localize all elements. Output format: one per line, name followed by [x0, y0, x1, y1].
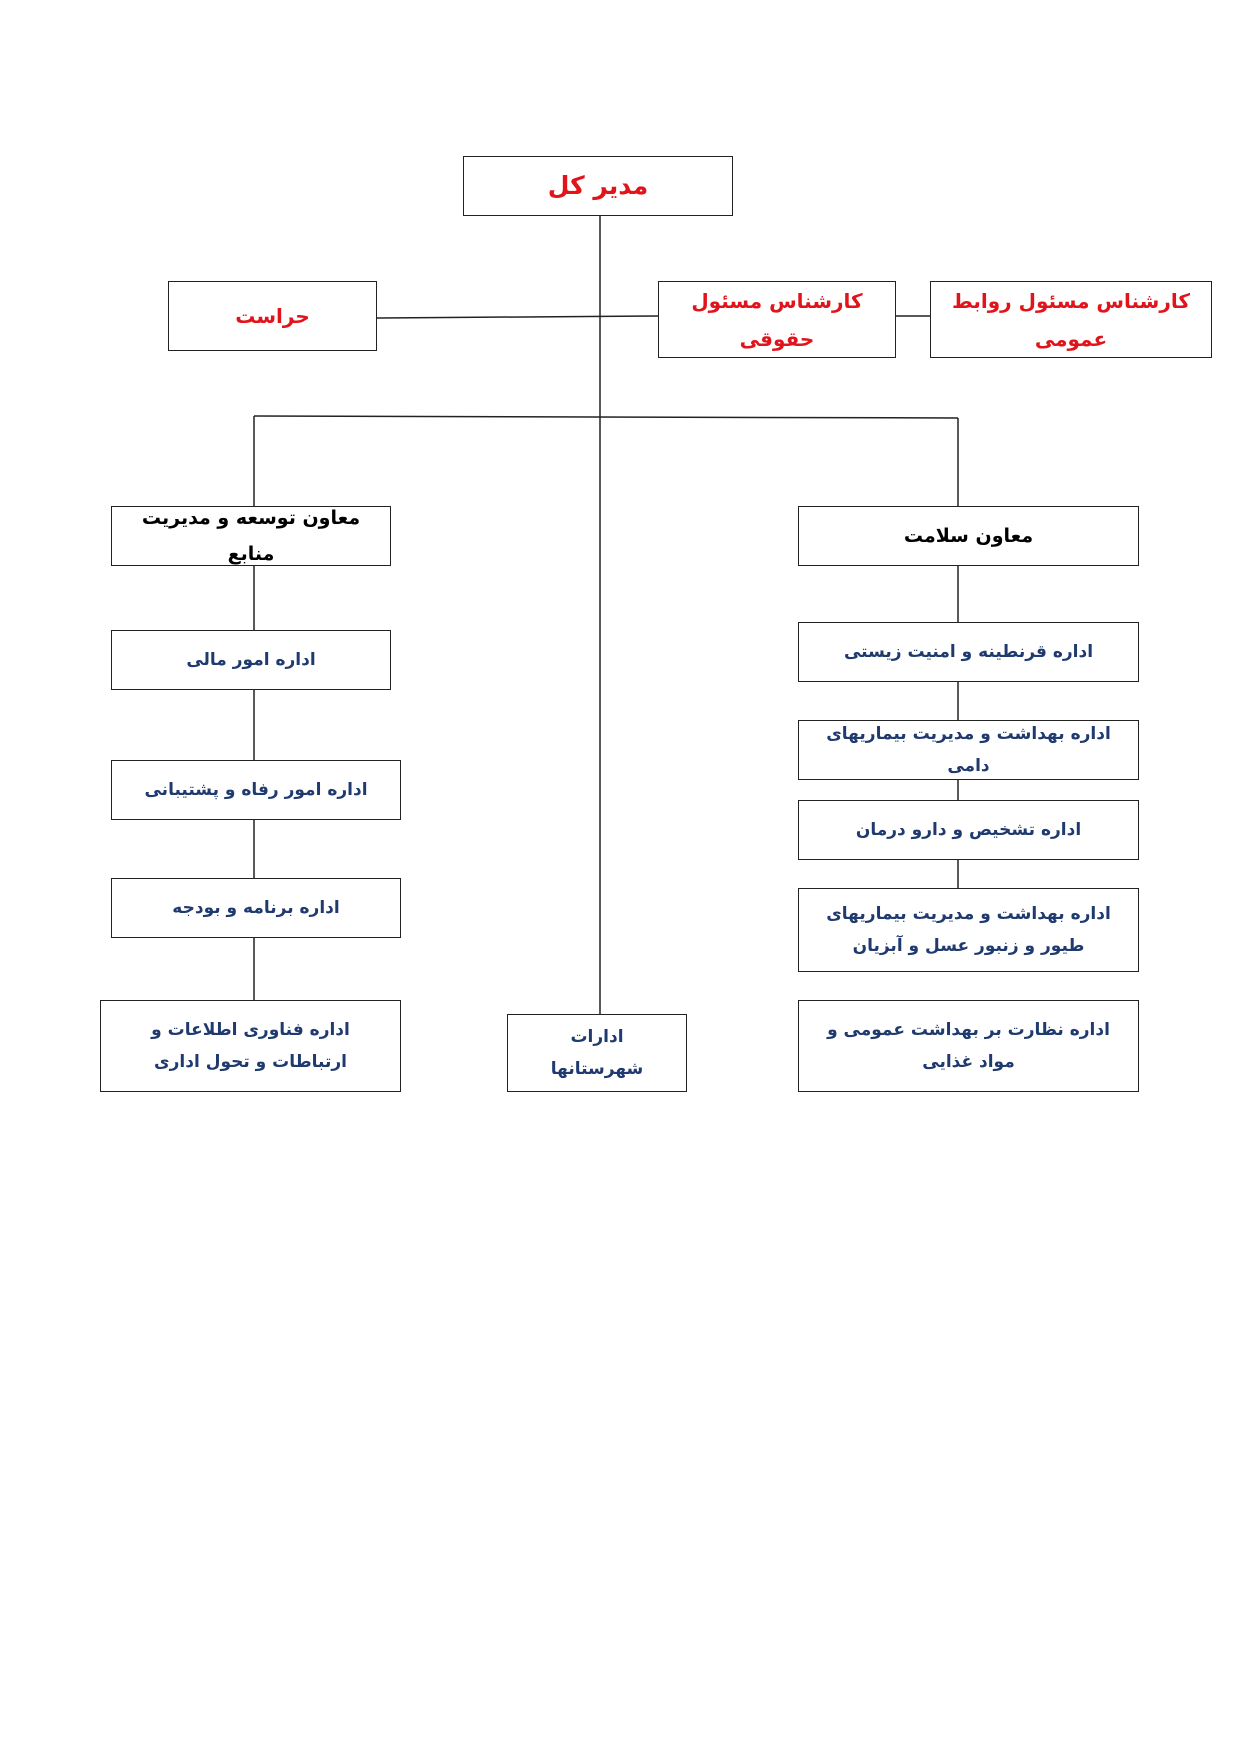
development-office-box: اداره امور رفاه و پشتیبانی — [111, 760, 401, 820]
health-office-box: اداره تشخیص و دارو درمان — [798, 800, 1139, 860]
county-offices-box: ادارات شهرستانها — [507, 1014, 687, 1092]
director-general-label: مدیر کل — [547, 171, 649, 201]
development-office-box: اداره برنامه و بودجه — [111, 878, 401, 938]
health-office-label: اداره تشخیص و دارو درمان — [855, 819, 1082, 840]
security-box: حراست — [168, 281, 377, 351]
health-office-box: اداره قرنطینه و امنیت زیستی — [798, 622, 1139, 682]
development-office-label: اداره امور رفاه و پشتیبانی — [144, 779, 368, 800]
development-office-label: اداره فناوری اطلاعات و ارتباطات و تحول ا… — [151, 1019, 350, 1072]
legal-expert-box: کارشناس مسئول حقوقی — [658, 281, 896, 358]
health-office-label: اداره بهداشت و مدیریت بیماریهای طیور و ز… — [826, 903, 1111, 956]
development-deputy-label: معاون توسعه و مدیریت منابع — [141, 506, 361, 565]
health-office-label: اداره بهداشت و مدیریت بیماریهای دامی — [826, 723, 1111, 776]
public-relations-expert-box: کارشناس مسئول روابط عمومی — [930, 281, 1212, 358]
development-office-box: اداره امور مالی — [111, 630, 391, 690]
health-office-box: اداره نظارت بر بهداشت عمومی و مواد غذایی — [798, 1000, 1139, 1092]
development-office-box: اداره فناوری اطلاعات و ارتباطات و تحول ا… — [100, 1000, 401, 1092]
health-deputy-label: معاون سلامت — [903, 524, 1034, 547]
health-office-label: اداره نظارت بر بهداشت عمومی و مواد غذایی — [827, 1019, 1110, 1072]
county-offices-label: ادارات شهرستانها — [550, 1026, 644, 1079]
development-office-label: اداره برنامه و بودجه — [172, 897, 340, 918]
legal-expert-label: کارشناس مسئول حقوقی — [691, 288, 863, 351]
health-office-box: اداره بهداشت و مدیریت بیماریهای دامی — [798, 720, 1139, 780]
health-office-box: اداره بهداشت و مدیریت بیماریهای طیور و ز… — [798, 888, 1139, 972]
development-deputy-box: معاون توسعه و مدیریت منابع — [111, 506, 391, 566]
public-relations-expert-label: کارشناس مسئول روابط عمومی — [951, 288, 1191, 351]
security-label: حراست — [235, 304, 310, 328]
health-office-label: اداره قرنطینه و امنیت زیستی — [843, 641, 1094, 662]
health-deputy-box: معاون سلامت — [798, 506, 1139, 566]
director-general-box: مدیر کل — [463, 156, 733, 216]
development-office-label: اداره امور مالی — [186, 649, 316, 670]
